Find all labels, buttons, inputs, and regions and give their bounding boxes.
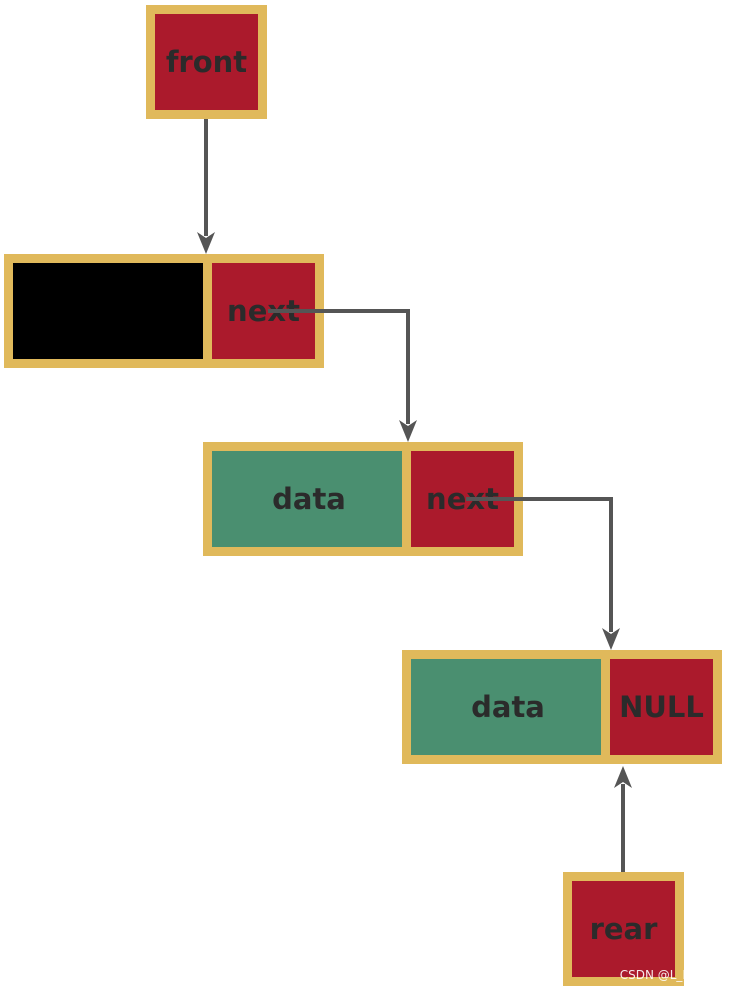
head-next-to-node1-arrowhead [399, 420, 417, 442]
head-node-next-field [203, 254, 324, 368]
head-node-data-field [4, 254, 216, 368]
watermark: CSDN @L_Messi [619, 968, 716, 982]
node2-next-field [601, 650, 722, 764]
rear-pointer-box [563, 872, 684, 986]
node1-next-to-node2-arrowhead [602, 628, 620, 650]
front-pointer-box [146, 5, 267, 119]
front-to-head-arrowhead [197, 232, 215, 254]
node2-data-field [402, 650, 614, 764]
node1-data-field [203, 442, 415, 556]
rear-to-node2-arrowhead [614, 766, 632, 788]
node1-next-field [402, 442, 523, 556]
